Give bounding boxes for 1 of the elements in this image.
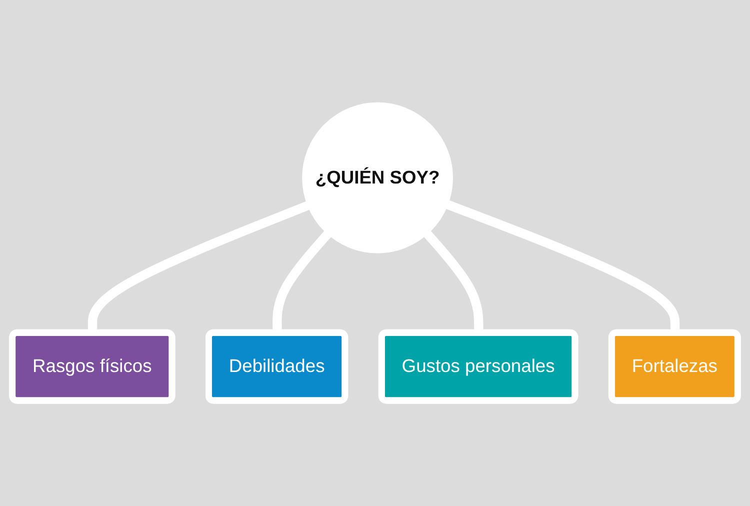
node-circle: ¿QUIÉN SOY? (302, 102, 454, 254)
